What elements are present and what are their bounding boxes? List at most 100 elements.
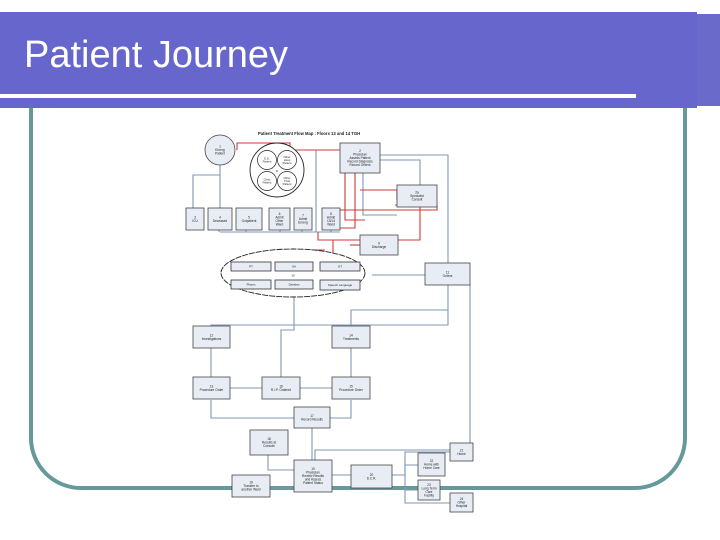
- patient-source-node: [277, 171, 297, 191]
- flow-step-box: [424, 262, 471, 286]
- group-number-label: 8: [276, 169, 278, 173]
- title-bar-extension: [697, 14, 720, 106]
- flow-step-box: [321, 207, 341, 231]
- flow-step-box: [417, 479, 441, 501]
- slide-title: Patient Journey: [24, 34, 289, 76]
- allied-health-label: OT: [338, 265, 342, 269]
- allied-health-box: [319, 279, 361, 291]
- allied-health-label: Speech Language: [328, 283, 353, 287]
- flow-step-shape: [396, 184, 438, 208]
- flow-step-box: [331, 325, 371, 349]
- flow-step-box: [396, 184, 438, 208]
- flow-step-shape: [331, 376, 371, 400]
- emerg-patient-node: [204, 134, 236, 166]
- allied-health-box: [319, 261, 361, 272]
- flow-step-box: [261, 376, 301, 400]
- flow-connector: [280, 296, 295, 377]
- flow-step-shape: [192, 376, 231, 400]
- flow-step-shape: [192, 325, 231, 349]
- urgent-connector: [344, 173, 365, 221]
- patient-flow-diagram: Patient Treatment Flow Map : Floors 13 a…: [185, 131, 474, 513]
- flow-step-box: [268, 207, 291, 231]
- flow-step-shape: [321, 207, 341, 231]
- flow-connector: [210, 285, 449, 326]
- flow-step-box: [192, 325, 231, 349]
- flow-step-box: [293, 406, 331, 429]
- flow-step-shape: [207, 207, 233, 231]
- patient-source-node: [257, 150, 277, 170]
- patient-source-label: E.D.Patient: [263, 156, 272, 163]
- flow-step-shape: [235, 207, 263, 231]
- flow-connector: [380, 159, 421, 185]
- allied-health-label: Pharm: [247, 283, 256, 287]
- flow-step-box: [192, 376, 231, 400]
- flow-connector: [362, 173, 397, 216]
- urgent-connector: [360, 189, 398, 200]
- flow-step-shape: [331, 325, 371, 349]
- flow-step-box: [350, 464, 393, 489]
- flow-step-shape: [261, 376, 301, 400]
- diagram-title: Patient Treatment Flow Map : Floors 13 a…: [258, 131, 360, 136]
- flow-step-shape: [350, 464, 393, 489]
- flow-step-shape: [293, 406, 331, 429]
- allied-health-number: 10: [291, 274, 295, 278]
- flow-step-box: [417, 452, 446, 477]
- flow-step-shape: [339, 142, 381, 174]
- flow-connector: [210, 400, 294, 419]
- flow-step-shape: [449, 442, 474, 462]
- flow-connector: [267, 455, 294, 471]
- flow-connector: [192, 174, 220, 208]
- flow-step-box: [231, 474, 271, 498]
- flow-step-box: [449, 442, 474, 462]
- flow-step-box: [359, 234, 399, 256]
- urgent-connector: [236, 142, 340, 151]
- allied-health-label: Dietitian: [289, 283, 300, 287]
- flow-step-shape: [449, 492, 474, 513]
- allied-health-box: [230, 261, 272, 272]
- flow-step-box: [339, 142, 381, 174]
- flow-step-box: [293, 207, 313, 231]
- flow-step-shape: [417, 452, 446, 477]
- flow-step-box: [249, 429, 289, 456]
- flow-connector: [350, 309, 448, 326]
- flow-step-shape: [359, 234, 399, 256]
- flow-step-shape: [249, 429, 289, 456]
- flow-step-box: [293, 459, 333, 493]
- flow-connector: [392, 464, 418, 476]
- flow-connector: [404, 490, 450, 504]
- allied-health-label: SA: [292, 265, 296, 269]
- patient-source-node: [277, 150, 297, 170]
- flow-connector: [314, 285, 471, 460]
- allied-health-box: [274, 261, 314, 272]
- flow-step-shape: [268, 207, 291, 231]
- flow-step-box: [207, 207, 233, 231]
- title-divider: [0, 94, 636, 98]
- flow-step-shape: [185, 207, 205, 231]
- flow-step-shape: [293, 207, 313, 231]
- flow-step-shape: [417, 479, 441, 501]
- flow-step-box: [331, 376, 371, 400]
